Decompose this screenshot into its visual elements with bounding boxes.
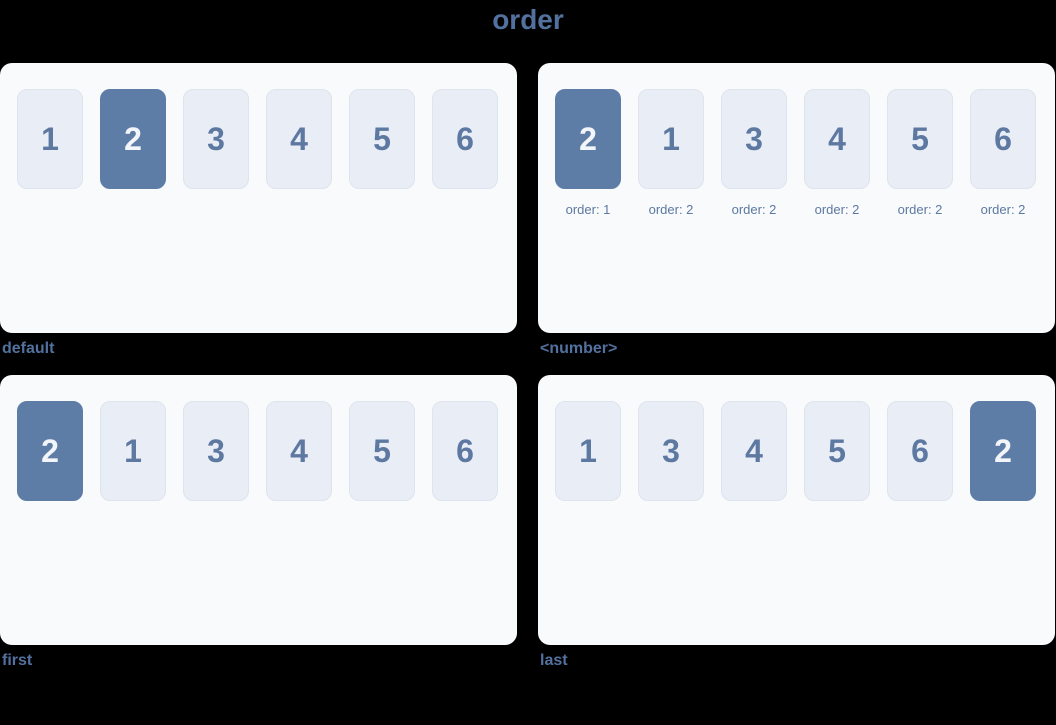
flex-item-cell: 3 order: 2 [721, 89, 787, 217]
flex-item-6: 6 [887, 401, 953, 501]
flex-item-3: 3 [183, 401, 249, 501]
page-title: order [492, 4, 564, 35]
flex-item-5: 5 [349, 401, 415, 501]
flex-item-3: 3 [721, 89, 787, 189]
flex-item-2-highlighted: 2 [970, 401, 1036, 501]
demo-last-caption: last [540, 652, 568, 669]
flex-item-3: 3 [183, 89, 249, 189]
flex-item-1: 1 [638, 89, 704, 189]
order-value-label: order: 2 [648, 202, 694, 217]
demo-first-caption: first [2, 652, 33, 669]
flex-item-2-highlighted: 2 [555, 89, 621, 189]
flex-item-2-highlighted: 2 [100, 89, 166, 189]
demo-number-panel: 2 order: 1 1 order: 2 3 order: 2 4 order: 2 5 ord… [538, 63, 1055, 333]
order-value-label: order: 2 [980, 202, 1026, 217]
flex-item-cell: 6 order: 2 [970, 89, 1036, 217]
demo-number-caption: <number> [540, 340, 618, 357]
flex-item-6: 6 [432, 89, 498, 189]
flex-item-1: 1 [17, 89, 83, 189]
order-value-label: order: 2 [814, 202, 860, 217]
flex-item-6: 6 [432, 401, 498, 501]
flex-item-1: 1 [100, 401, 166, 501]
flex-item-cell: 2 order: 1 [555, 89, 621, 217]
flex-item-4: 4 [266, 401, 332, 501]
order-value-label: order: 2 [731, 202, 777, 217]
demo-default-caption: default [2, 340, 55, 357]
flex-item-4: 4 [266, 89, 332, 189]
flex-item-5: 5 [804, 401, 870, 501]
flex-item-4: 4 [721, 401, 787, 501]
demo-number: 2 order: 1 1 order: 2 3 order: 2 4 order: 2 5 ord… [538, 63, 1055, 375]
flex-items-row: 2 order: 1 1 order: 2 3 order: 2 4 order: 2 5 ord… [555, 89, 1038, 217]
flex-item-1: 1 [555, 401, 621, 501]
flex-item-cell: 4 order: 2 [804, 89, 870, 217]
flex-item-3: 3 [638, 401, 704, 501]
order-value-label: order: 2 [897, 202, 943, 217]
flex-item-5: 5 [349, 89, 415, 189]
order-value-label: order: 1 [565, 202, 611, 217]
flex-item-cell: 5 order: 2 [887, 89, 953, 217]
flex-item-5: 5 [887, 89, 953, 189]
flex-item-4: 4 [804, 89, 870, 189]
flex-item-cell: 1 order: 2 [638, 89, 704, 217]
flex-item-2-highlighted: 2 [17, 401, 83, 501]
flex-item-6: 6 [970, 89, 1036, 189]
